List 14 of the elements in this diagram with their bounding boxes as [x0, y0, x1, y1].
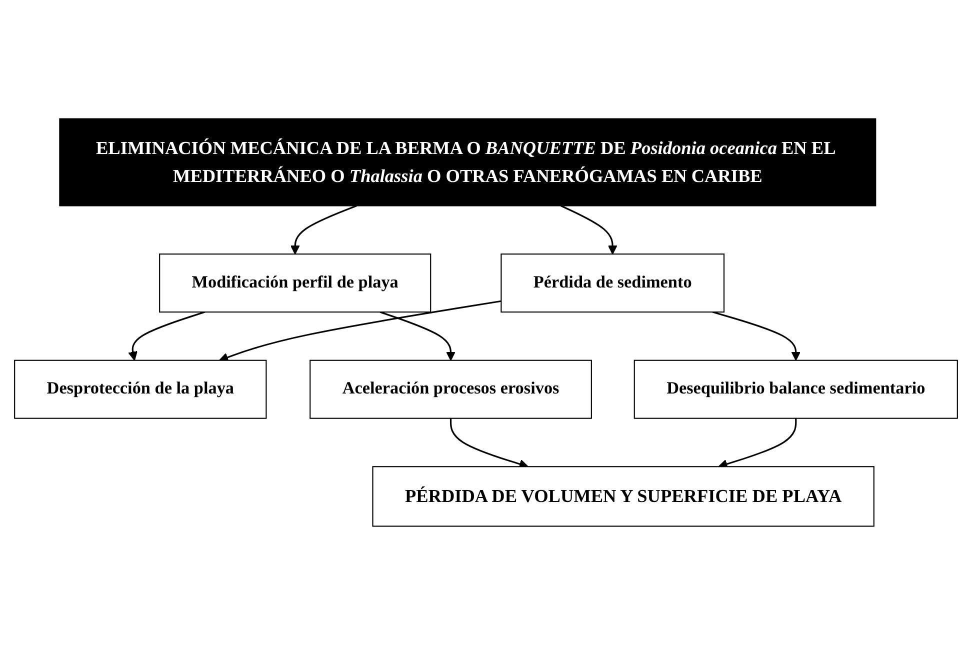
- node-box: [310, 360, 592, 419]
- node-box: [14, 360, 267, 419]
- arrow: [712, 311, 801, 361]
- arrow: [128, 311, 206, 361]
- arrow: [380, 311, 456, 361]
- node-box: [500, 254, 725, 313]
- node-box: [59, 118, 876, 206]
- arrow: [560, 205, 618, 254]
- flowchart: ELIMINACIÓN MECÁNICA DE LA BERMA O BANQUETTE DE Posidonia oceanica EN EL MEDITERRÁNEO O Thalassia O OTRAS FANERÓGAMAS EN CARIBE Modificación perfil de playa Pérdida de sedimento Desprotección de la playa Aceleración procesos erosivos Desequilibrio balance sedimentario PÉRDIDA DE VOLUMEN Y SUPERFICIE DE PLAYA: [6, 5, 966, 640]
- node-box: [634, 360, 958, 419]
- arrow: [219, 300, 502, 362]
- node-box: [159, 254, 432, 313]
- node-box: [372, 466, 874, 527]
- arrow: [290, 205, 358, 254]
